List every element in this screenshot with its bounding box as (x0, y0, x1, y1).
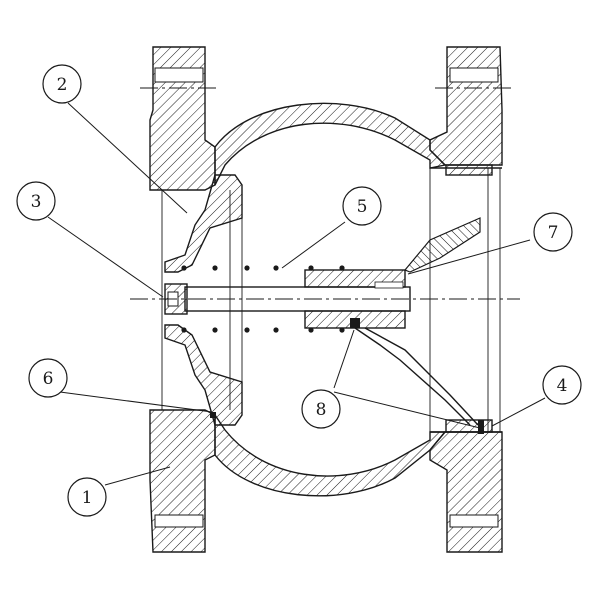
left-flange-upper (149, 46, 216, 191)
lower-shell (214, 412, 447, 497)
callout-4: 4 (542, 365, 582, 405)
spring-coils (181, 265, 345, 333)
callout-3-label: 3 (31, 192, 42, 212)
callout-2-label: 2 (57, 75, 68, 95)
callout-5: 5 (342, 186, 382, 226)
guide-ribs (354, 217, 481, 426)
seal (210, 412, 216, 418)
callout-1-label: 1 (82, 488, 93, 508)
callout-1: 1 (67, 477, 107, 517)
right-flange-lower (429, 431, 503, 553)
upper-shell (214, 102, 447, 186)
left-flange-lower (149, 409, 216, 553)
callout-4-label: 4 (557, 376, 568, 396)
callout-8-label: 8 (316, 400, 327, 420)
callout-8: 8 (301, 389, 341, 429)
callout-6: 6 (28, 358, 68, 398)
guide-bushing (304, 269, 406, 329)
seat-ring (445, 164, 493, 434)
disc (164, 174, 243, 426)
disc-lower (164, 324, 243, 426)
callout-2: 2 (42, 64, 82, 104)
callout-3: 3 (16, 181, 56, 221)
callout-6-label: 6 (43, 369, 54, 389)
callout-7: 7 (533, 212, 573, 252)
right-flange-upper (429, 46, 503, 166)
callout-5-label: 5 (357, 197, 368, 217)
callout-7-label: 7 (548, 223, 559, 243)
valve-body (140, 46, 515, 553)
leader-lines (47, 102, 546, 486)
